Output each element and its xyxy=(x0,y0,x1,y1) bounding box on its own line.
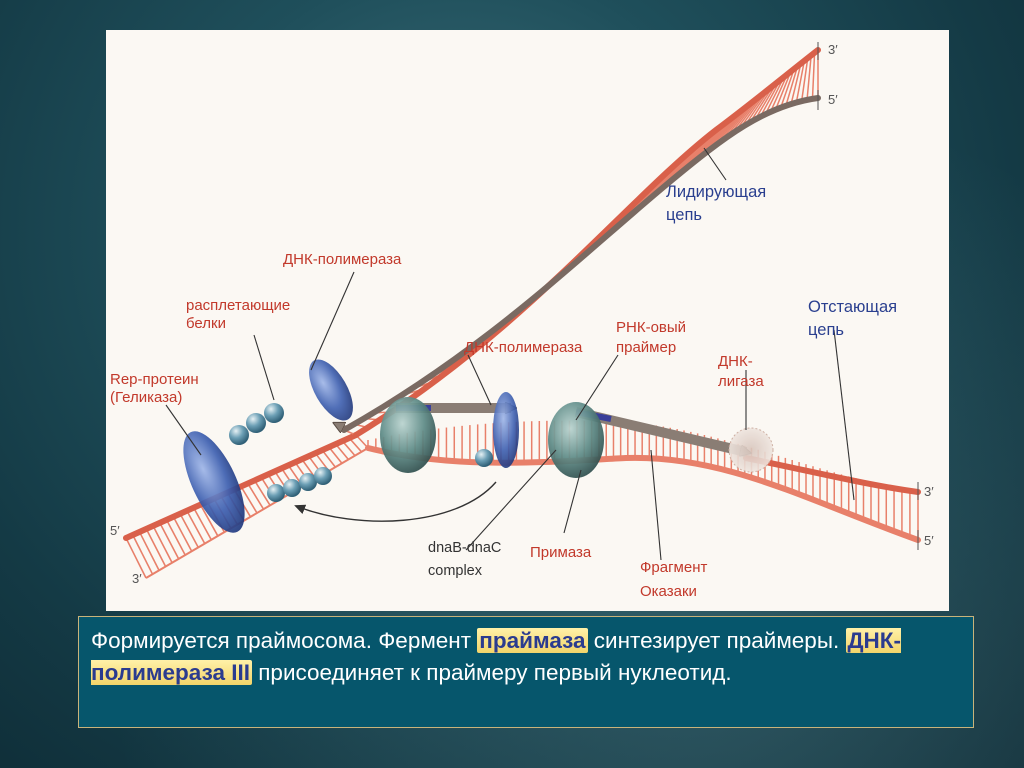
dnab-complex-label-line2: complex xyxy=(428,563,483,579)
base-pair-rung xyxy=(165,519,186,556)
recycle-arrow xyxy=(294,481,497,522)
left-5-prime-label: 5′ xyxy=(110,523,120,538)
dnab-complex-label-line1: dnaB-dnaC xyxy=(428,540,501,556)
base-pair-rung xyxy=(341,440,356,457)
caption-text-part3: присоединяет к праймеру первый нуклеотид… xyxy=(252,660,732,685)
left-3-prime-label: 3′ xyxy=(132,571,142,586)
pointer-lines xyxy=(165,147,855,561)
base-pair-rung xyxy=(159,522,180,560)
okazaki-fragment-label-line2: Оказаки xyxy=(640,583,697,600)
base-pair-rung xyxy=(321,449,336,468)
ligase-protein xyxy=(728,427,774,473)
replication-fork-diagram: Лидирующая цепь Отстающая цепь ДНК-полим… xyxy=(110,42,934,600)
base-pair-rung xyxy=(811,52,816,99)
base-pair-rung xyxy=(800,57,809,102)
helicase-protein xyxy=(183,431,245,533)
lagging-strand-label-line2: цепь xyxy=(808,321,844,339)
base-pair-rung xyxy=(785,65,799,106)
base-pair-rung xyxy=(192,507,212,541)
base-pair-rung xyxy=(769,73,789,113)
base-pair-rung xyxy=(253,480,271,506)
base-pair-rung xyxy=(774,71,792,110)
lagging-strand xyxy=(365,420,921,550)
leading-strand-label-line1: Лидирующая xyxy=(666,183,766,201)
caption-text-part2: синтезирует праймеры. xyxy=(587,628,846,653)
dna-polymerase-leading xyxy=(309,359,353,421)
top-3-prime-label: 3′ xyxy=(828,42,838,57)
okazaki-fragment-label-line1: Фрагмент xyxy=(640,559,707,576)
primase-protein xyxy=(548,402,604,478)
unwinding-protein-beads xyxy=(229,403,493,502)
base-pair-rung xyxy=(152,525,173,564)
rep-protein-label-line1: Rep-протеин xyxy=(110,371,199,388)
base-pair-rung xyxy=(199,504,219,537)
diagram-panel: Лидирующая цепь Отстающая цепь ДНК-полим… xyxy=(106,30,949,611)
base-pair-rung xyxy=(240,486,258,514)
lagging-strand-label-line1: Отстающая xyxy=(808,298,897,316)
base-pair-rung xyxy=(335,443,350,460)
dna-polymerase-core xyxy=(380,397,436,473)
unwinding-proteins-label-line1: расплетающие xyxy=(186,297,290,314)
base-pair-rung xyxy=(790,63,802,105)
rep-protein-label-line2: (Геликаза) xyxy=(110,389,182,406)
unwinding-proteins-label-line2: белки xyxy=(186,315,226,332)
base-pair-rung xyxy=(145,528,167,567)
primase-label: Примаза xyxy=(530,544,592,561)
dna-polymerase-top-label: ДНК-полимераза xyxy=(283,251,402,268)
base-pair-rung xyxy=(125,537,147,579)
dna-ligase-label-line2: лигаза xyxy=(718,373,764,390)
rna-primer-label-line1: РНК-овый xyxy=(616,319,686,336)
caption-text-part1: Формируется праймосома. Фермент xyxy=(91,628,478,653)
base-pair-rung xyxy=(780,68,795,108)
dna-polymerase-mid-label: ДНК-полимераза xyxy=(464,339,583,356)
leading-strand-label-line2: цепь xyxy=(666,206,702,224)
dna-ligase-label-line1: ДНК- xyxy=(718,353,753,370)
dna-polymerase-lagging xyxy=(493,392,519,468)
base-pair-rung xyxy=(138,531,160,571)
right-3-prime-label: 3′ xyxy=(924,484,934,499)
rna-primer-label-line2: праймер xyxy=(616,339,676,356)
base-pair-rung xyxy=(795,60,806,103)
caption-box: Формируется праймосома. Фермент праймаза… xyxy=(78,616,974,728)
caption-highlight-primase: праймаза xyxy=(477,628,588,653)
base-pair-rung xyxy=(132,534,154,575)
top-5-prime-label: 5′ xyxy=(828,92,838,107)
base-pair-rung xyxy=(186,510,206,544)
base-pair-rung xyxy=(328,446,343,464)
base-pair-rung xyxy=(179,513,199,548)
base-pair-rung xyxy=(247,483,265,510)
base-pair-rung xyxy=(172,516,193,552)
right-5-prime-label: 5′ xyxy=(924,533,934,548)
parental-dna xyxy=(123,432,369,579)
base-pair-rung xyxy=(806,55,812,100)
